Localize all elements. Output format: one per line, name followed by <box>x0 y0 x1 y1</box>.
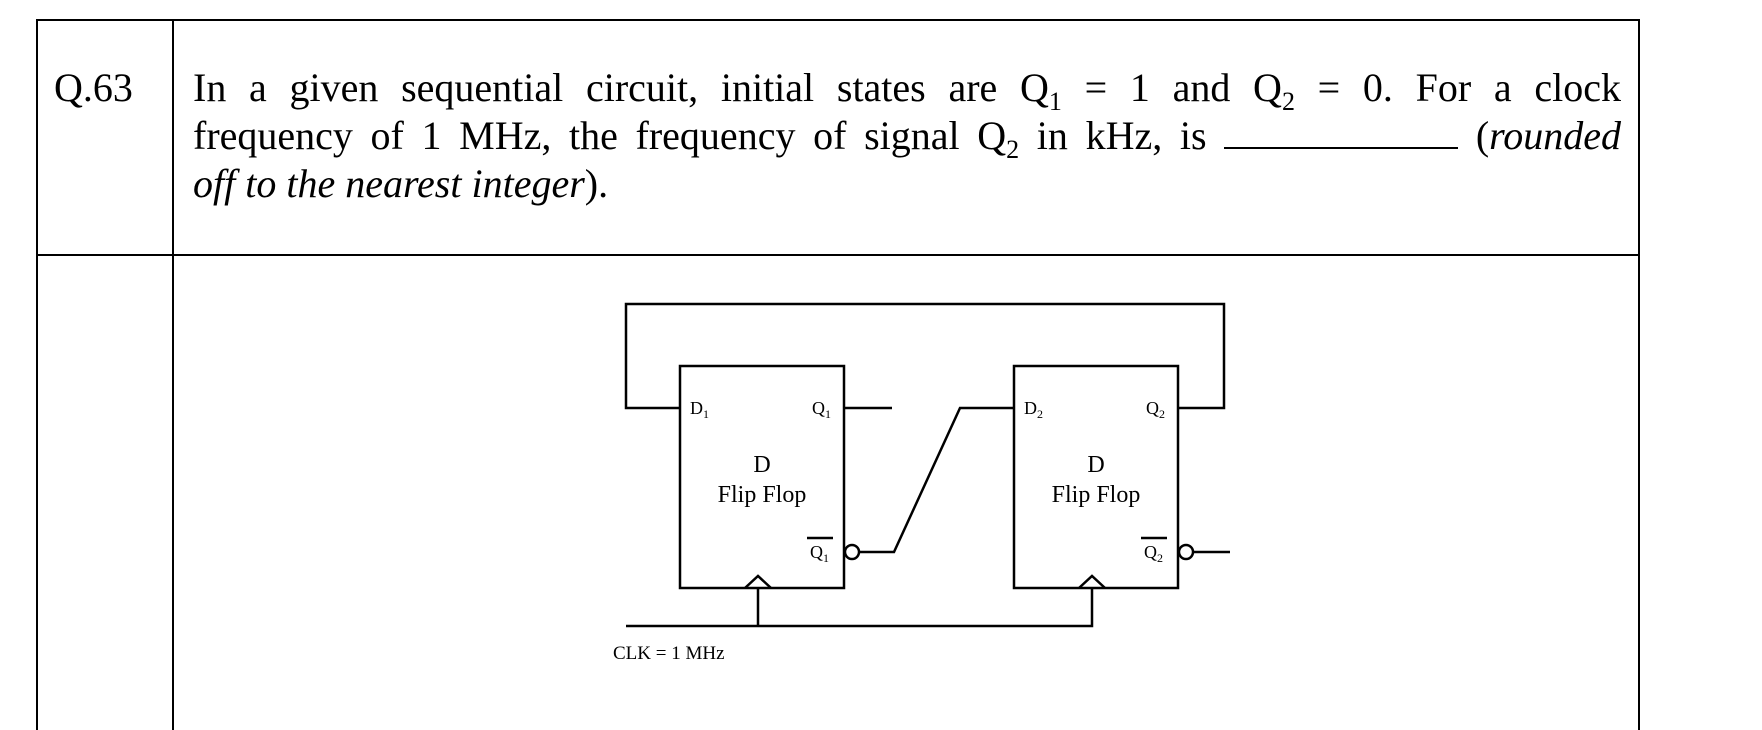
question-line-1: In a given sequential circuit, initial s… <box>193 65 1622 116</box>
flip-flop-1-box <box>678 364 846 590</box>
question-number: Q.63 <box>54 65 133 110</box>
answer-blank <box>1224 117 1459 149</box>
flip-flop-2-box <box>1012 364 1180 590</box>
ff1-inversion-bubble <box>843 543 861 561</box>
ff1-d-label: D1 <box>690 398 709 421</box>
ff2-title: D <box>1087 452 1104 478</box>
question-line-3: off to the nearest integer). <box>193 161 609 206</box>
question-line-2: frequency of 1 MHz, the frequency of sig… <box>193 113 1622 164</box>
ff1-title: D <box>753 452 770 478</box>
ff2-clock-triangle <box>1078 574 1106 589</box>
question-table <box>36 19 1640 730</box>
ff2-subtitle: Flip Flop <box>1052 482 1141 508</box>
clock-bus-wire <box>626 588 1094 628</box>
column-divider <box>172 19 174 730</box>
ff2-qbar-label: Q2 <box>1144 542 1163 565</box>
ff1-qbar-label: Q1 <box>810 542 829 565</box>
ff2-inversion-bubble <box>1177 543 1195 561</box>
question-text: In a given sequential circuit, initial s… <box>193 64 1621 208</box>
row-divider <box>36 254 1640 256</box>
ff1-clock-triangle <box>744 574 772 589</box>
ff2-q-label: Q2 <box>1146 398 1165 421</box>
feedback-wire <box>624 302 1226 410</box>
clock-label: CLK = 1 MHz <box>613 643 725 664</box>
ff1-q-label: Q1 <box>812 398 831 421</box>
q1bar-to-d2-wire <box>859 406 1014 554</box>
ff2-d-label: D2 <box>1024 398 1043 421</box>
ff1-subtitle: Flip Flop <box>718 482 807 508</box>
